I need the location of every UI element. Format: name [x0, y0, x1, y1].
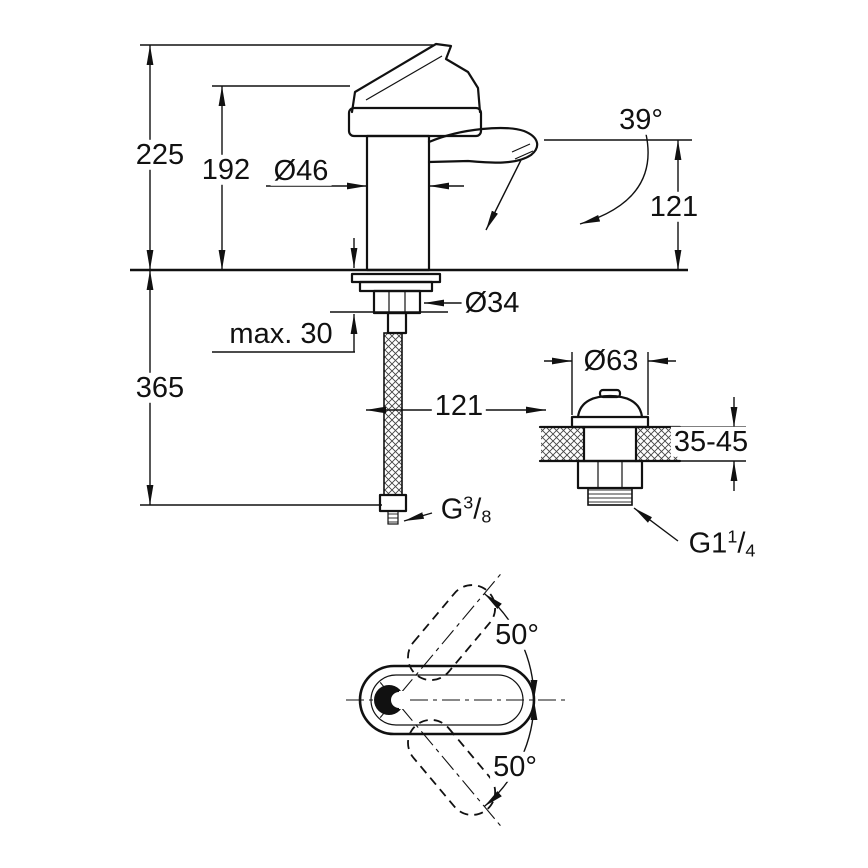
washer-plate	[358, 280, 434, 293]
handle-pivot-gap2	[399, 691, 410, 709]
hose-connector	[378, 493, 408, 513]
faucet-side-view	[347, 42, 649, 272]
dim-label-max-thickness: max. 30	[226, 318, 336, 349]
counter-hatch-left	[541, 428, 583, 460]
pop-up-waste-assembly	[538, 388, 682, 506]
waste-thread-denominator: 4	[745, 540, 756, 561]
dim-label-shank-diameter: Ø34	[461, 287, 523, 318]
supply-thread-denominator: 8	[481, 506, 492, 527]
aerator-lines	[511, 143, 534, 160]
dim-label-swing-lower: 50°	[490, 751, 540, 782]
dim-label-body-diameter: Ø46	[270, 155, 332, 186]
threaded-shank	[386, 311, 408, 335]
handle-position-upper	[379, 573, 502, 718]
handle-ghost-lower	[407, 718, 497, 816]
hose-thread-tail	[387, 510, 399, 525]
waste-body-sides	[582, 425, 638, 463]
supply-hose	[378, 332, 408, 525]
handle-top-view	[346, 573, 566, 827]
dim-label-flange-diameter: Ø63	[580, 345, 642, 376]
waste-thread-prefix: G1	[688, 527, 728, 560]
supply-thread-prefix: G	[440, 493, 464, 526]
dim-label-mounting-range: 35-45	[670, 426, 752, 457]
waste-thread-numerator: 1	[727, 526, 738, 547]
dim-label-handle-base-height: 192	[198, 154, 254, 185]
dim-label-swing-upper: 50°	[492, 619, 542, 650]
nut-facets	[388, 291, 406, 313]
dim-label-supply-thread: G3/8	[437, 492, 495, 527]
waste-thread-tail	[587, 487, 633, 506]
dim-label-hose-length: 365	[132, 372, 188, 403]
waste-thread-slash: /	[737, 527, 746, 560]
waste-flange	[570, 415, 650, 429]
waste-cap-button	[598, 388, 622, 399]
dim-label-axis-distance: 121	[431, 390, 487, 421]
handle-inner-line	[365, 55, 443, 101]
waste-nut-facets	[597, 461, 623, 488]
base-plate	[350, 272, 442, 284]
leader-g114	[633, 507, 679, 542]
dim-label-spray-angle: 39°	[616, 104, 666, 135]
spout	[427, 126, 539, 164]
waste-hex-nut	[576, 459, 644, 490]
flex-hose	[383, 332, 403, 496]
faucet-body	[365, 134, 431, 272]
mounting-nut	[372, 289, 422, 315]
dim-label-total-height: 225	[132, 139, 188, 170]
mounting-hardware	[350, 272, 442, 335]
supply-thread-numerator: 3	[463, 492, 474, 513]
spray-angle-arc	[579, 133, 649, 225]
leader-g38	[403, 512, 433, 522]
dim-label-waste-thread: G11/4	[685, 526, 759, 561]
dim-label-outlet-height: 121	[646, 191, 702, 222]
handle-ghost-upper	[407, 584, 497, 682]
supply-thread-slash: /	[473, 493, 482, 526]
flow-arrow	[485, 159, 522, 231]
handle-outline	[350, 42, 482, 114]
waste-cap-dome	[576, 394, 644, 419]
handle-position-lower	[379, 682, 502, 827]
